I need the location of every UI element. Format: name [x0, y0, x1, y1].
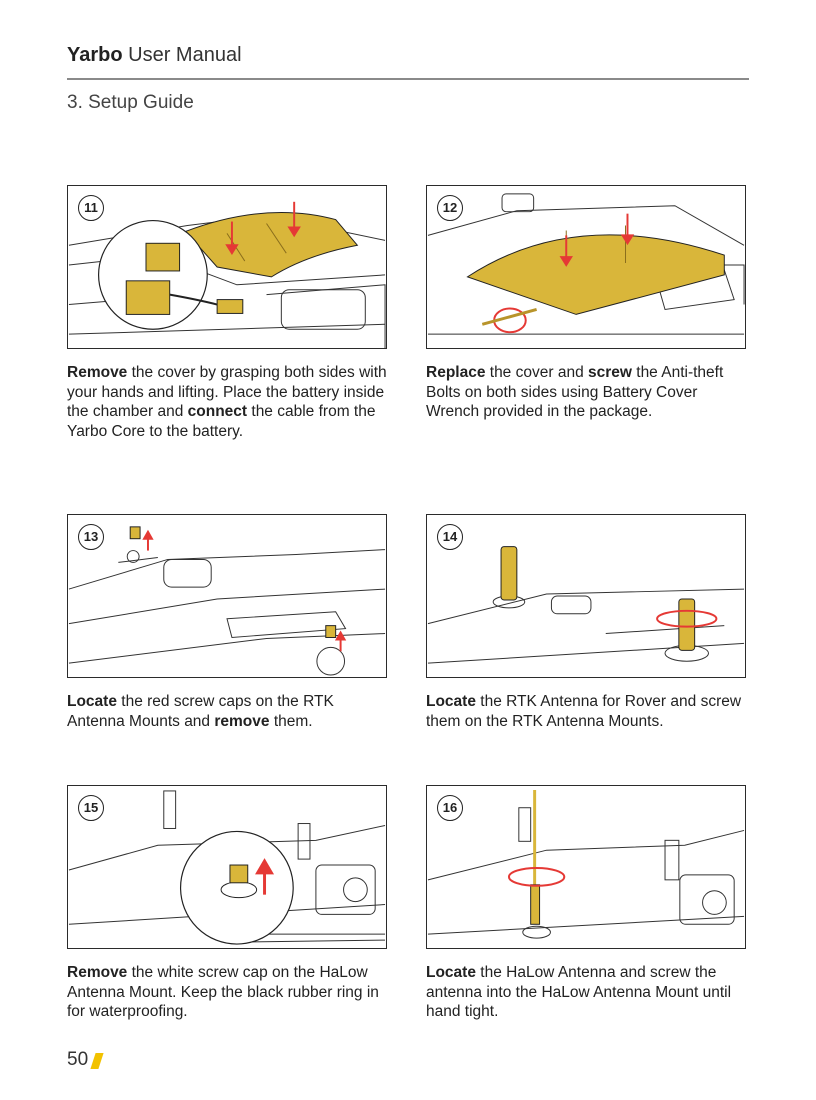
step-number-badge: 14 [437, 524, 463, 550]
step-11-illustration: 11 [67, 185, 387, 349]
battery-cover-removal-drawing [68, 201, 386, 348]
step-number-badge: 12 [437, 195, 463, 221]
caption-bold-text: Locate [426, 964, 476, 981]
step-number-badge: 11 [78, 195, 104, 221]
step-15-illustration: 15 [67, 785, 387, 949]
caption-text: the RTK Antenna for Rover and screw them… [426, 693, 742, 730]
rtk-antenna-install-drawing [427, 546, 745, 664]
header-divider [67, 78, 749, 80]
caption-bold-text: screw [588, 364, 632, 381]
caption-text: them. [269, 712, 313, 730]
caption-bold-text: Locate [426, 693, 476, 710]
step-16-illustration: 16 [426, 785, 746, 949]
step-11-caption: Remove the cover by grasping both sides … [67, 363, 392, 441]
caption-text: the cover and [485, 364, 588, 381]
step-14-illustration: 14 [426, 514, 746, 678]
step-15-caption: Remove the white screw cap on the HaLow … [67, 963, 392, 1022]
caption-text: the cover by grasping both sides with yo… [67, 364, 387, 420]
step-12-illustration: 12 [426, 185, 746, 349]
step-12-caption: Replace the cover and screw the Anti-the… [426, 363, 751, 422]
step-14-caption: Locate the RTK Antenna for Rover and scr… [426, 692, 751, 731]
halow-cap-removal-drawing [68, 790, 386, 945]
step-13-illustration: 13 [67, 514, 387, 678]
caption-bold-text: Locate [67, 693, 117, 710]
caption-bold-text: Replace [426, 364, 486, 381]
caption-bold-text: remove [214, 712, 270, 730]
caption-bold-text: connect [187, 403, 248, 420]
brand-name: Yarbo [67, 44, 123, 66]
section-title: 3. Setup Guide [67, 92, 194, 113]
battery-cover-replace-drawing [427, 193, 745, 335]
step-number-badge: 15 [78, 795, 104, 821]
caption-bold-text: Remove [67, 364, 128, 381]
caption-text: the cable from the Yarbo Core to the bat… [67, 403, 376, 440]
step-number-badge: 16 [437, 795, 463, 821]
caption-text: the HaLow Antenna and screw the antenna … [426, 964, 732, 1020]
step-number-badge: 13 [78, 524, 104, 550]
page-accent-mark [90, 1053, 104, 1069]
rtk-cap-removal-drawing [68, 526, 386, 676]
manual-label: User Manual [122, 44, 242, 66]
page-number: 50 [67, 1049, 89, 1070]
caption-text: the white screw cap on the HaLow Antenna… [67, 964, 379, 1020]
caption-text: the red screw caps on the RTK Antenna Mo… [67, 693, 334, 730]
step-13-caption: Locate the red screw caps on the RTK Ant… [67, 692, 392, 731]
caption-text: the Anti-theft Bolts on both sides using… [426, 364, 724, 420]
header-title: Yarbo User Manual [67, 44, 242, 67]
caption-bold-text: Remove [67, 964, 128, 981]
step-16-caption: Locate the HaLow Antenna and screw the a… [426, 963, 751, 1022]
halow-antenna-install-drawing [427, 789, 745, 939]
